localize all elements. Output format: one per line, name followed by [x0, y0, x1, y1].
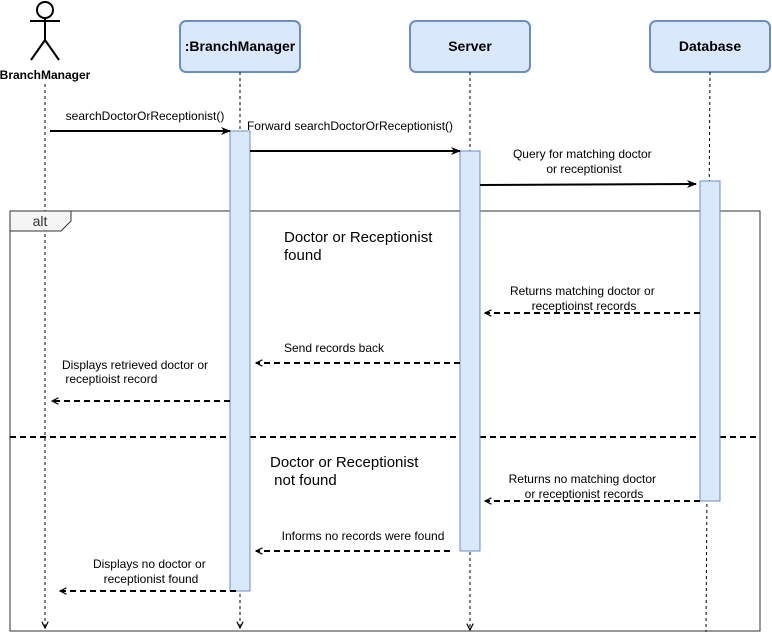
alt-tag-label: alt: [33, 213, 48, 229]
alt-fragment: [9, 210, 761, 632]
activation-server: [459, 150, 481, 552]
participant-label-branch-manager: :BranchManager: [185, 38, 296, 54]
message-label-displays-retrieved: Displays retrieved doctor or receptioist…: [0, 0, 225, 386]
actor-figure-icon: [30, 1, 60, 61]
participant-label-server: Server: [448, 38, 492, 54]
message-arrow-query: [479, 180, 697, 189]
message-label-returns-no-matching: Returns no matching doctor or receptioni…: [509, 472, 660, 501]
message-label-search: searchDoctorOrReceptionist(): [66, 109, 225, 123]
activation-branch-manager: [229, 130, 251, 592]
message-label-informs-none: Informs no records were found: [282, 529, 445, 543]
message-label-forward: Forward searchDoctorOrReceptionist(): [247, 119, 453, 133]
message-label-send-records: Send records back: [284, 341, 385, 355]
alt-tag-box: [9, 210, 72, 232]
message-label-returns-matching: Returns matching doctor or receptioinst …: [510, 284, 658, 313]
activation-database: [699, 180, 721, 502]
alt-guard-found: Doctor or Receptionist found: [284, 229, 437, 264]
message-label-displays-none: Displays no doctor or receptionist found: [93, 557, 209, 586]
actor-label: BranchManager: [0, 68, 91, 82]
alt-guard-not-found: Doctor or Receptionist not found: [0, 0, 439, 489]
message-label-query: Query for matching doctor or receptionis…: [513, 147, 655, 176]
participant-label-database: Database: [679, 38, 741, 54]
